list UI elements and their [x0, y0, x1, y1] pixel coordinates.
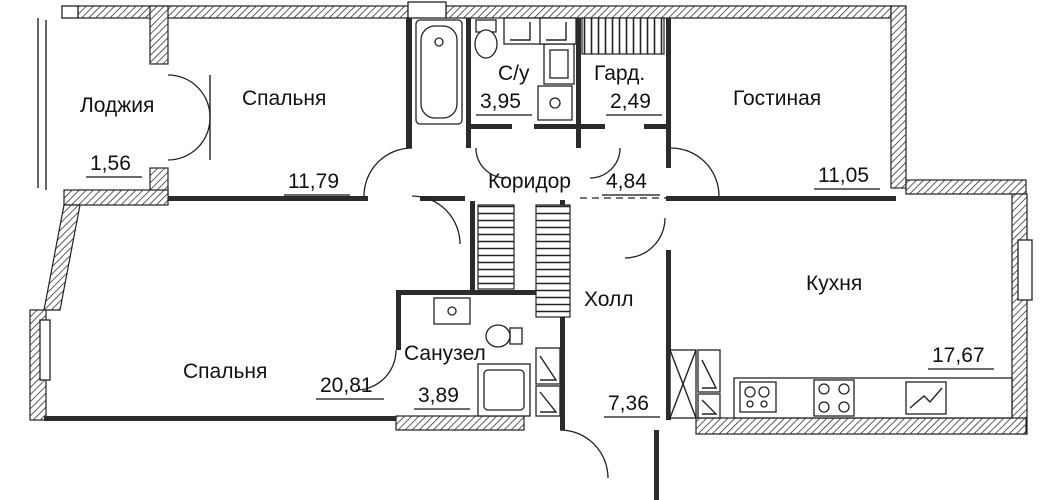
room-area: 20,81 — [320, 374, 373, 397]
room-living: Гостиная 11,05 — [733, 87, 880, 190]
hall-closet-left — [477, 204, 515, 290]
room-name: Спальня — [183, 360, 267, 383]
room-bedroom-2: Спальня 20,81 — [183, 360, 384, 400]
room-area: 7,36 — [608, 392, 649, 415]
corridor-doors — [355, 147, 720, 479]
kitchen-cabinets — [669, 349, 721, 419]
washing-machine — [503, 17, 577, 45]
shower-cabin — [477, 363, 531, 417]
bathtub — [415, 19, 463, 125]
loggia-door — [167, 74, 211, 161]
room-name: Спальня — [242, 87, 326, 110]
room-area: 11,05 — [818, 164, 869, 187]
room-name: Холл — [584, 288, 634, 311]
room-area: 2,49 — [610, 90, 651, 113]
toilet — [474, 19, 498, 59]
room-area: 4,84 — [606, 170, 647, 193]
room-sanuzel: Санузел 3,89 — [404, 342, 486, 410]
room-area: 3,95 — [480, 90, 521, 113]
sanuzel-cabinets — [535, 347, 561, 417]
room-area: 3,89 — [418, 384, 459, 407]
room-name: Санузел — [404, 342, 486, 365]
room-name: Гард. — [594, 62, 645, 85]
room-bedroom-1: Спальня 11,79 — [242, 87, 350, 196]
sanuzel-toilet — [485, 324, 523, 348]
room-name: Коридор — [488, 170, 571, 193]
room-name: Кухня — [806, 272, 862, 295]
room-wardrobe: Гард. 2,49 — [594, 62, 662, 116]
interior-walls — [44, 18, 896, 500]
hall-closet-right — [535, 204, 571, 318]
bath-sink — [537, 43, 575, 121]
room-area: 11,79 — [288, 170, 339, 193]
room-bath: С/у 3,95 — [476, 62, 532, 116]
room-kitchen: Кухня 17,67 — [806, 272, 994, 370]
windows — [39, 1, 1033, 381]
room-area: 17,67 — [932, 344, 985, 367]
room-name: Лоджия — [80, 94, 154, 117]
room-loggia: Лоджия 1,56 — [80, 94, 154, 178]
wardrobe-shelves — [581, 17, 665, 55]
room-corridor: Коридор 4,84 — [488, 170, 660, 196]
kitchen-counter — [733, 377, 1013, 419]
room-name: С/у — [498, 62, 530, 85]
room-name: Гостиная — [733, 87, 821, 110]
room-hall: Холл 7,36 — [584, 288, 660, 418]
sanuzel-sink — [433, 297, 471, 325]
room-area: 1,56 — [90, 152, 131, 175]
